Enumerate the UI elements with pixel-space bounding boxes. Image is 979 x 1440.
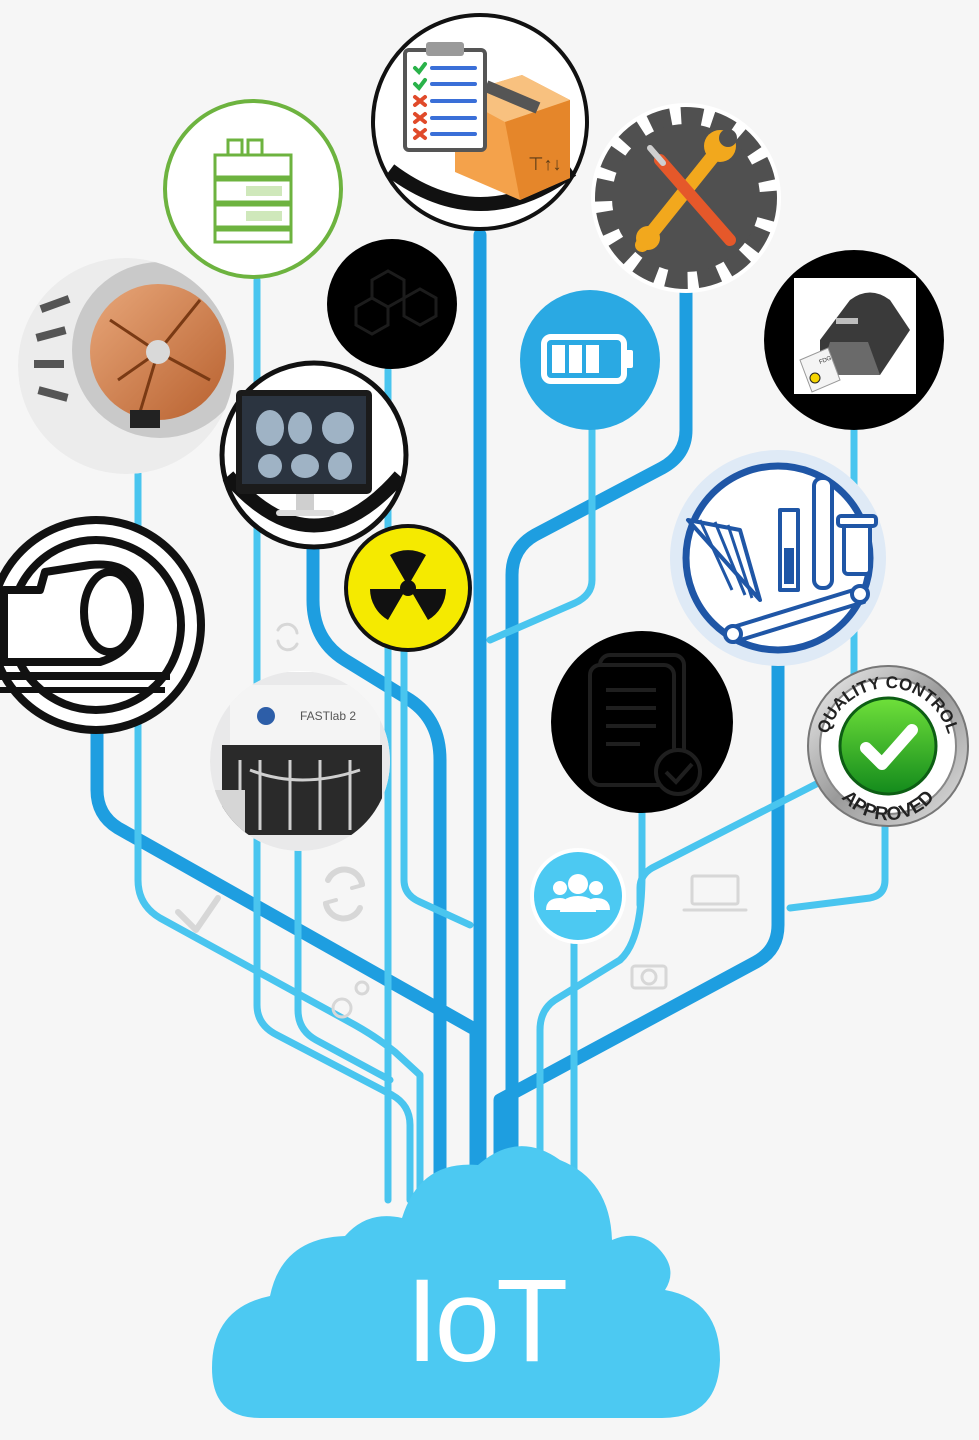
node-documents[interactable]	[551, 631, 733, 813]
node-users[interactable]	[530, 848, 626, 944]
sync-icon	[325, 870, 363, 919]
iot-label: IoT	[400, 1262, 570, 1380]
node-cyclotron[interactable]	[18, 258, 248, 474]
node-hplc-system[interactable]	[165, 101, 341, 277]
node-quality-control[interactable]: QUALITY CONTROL APPROVED	[808, 666, 968, 826]
node-maintenance[interactable]	[591, 103, 781, 293]
synthesizer-label: FASTlab 2	[300, 709, 356, 723]
node-synthesizer[interactable]	[210, 671, 390, 852]
node-imaging-monitor[interactable]	[222, 363, 406, 547]
document-check-icon	[590, 655, 700, 794]
node-battery[interactable]	[520, 290, 660, 430]
svg-text:⊤↑↓: ⊤↑↓	[528, 154, 562, 174]
node-label-printer[interactable]: FDG	[764, 250, 944, 430]
gear-tools-icon	[606, 118, 766, 278]
synthesizer-photo-icon	[210, 672, 390, 852]
laptop-icon	[684, 876, 746, 910]
node-molecule[interactable]	[327, 239, 457, 369]
node-inventory-checklist[interactable]: ⊤↑↓	[373, 15, 587, 229]
gears-icon	[333, 982, 368, 1017]
sync-icon-small	[278, 624, 297, 650]
node-lab-supplies[interactable]	[670, 450, 886, 666]
node-radiation[interactable]	[344, 524, 472, 652]
node-pet-scanner[interactable]	[0, 520, 201, 730]
check-icon	[178, 898, 218, 930]
qc-approved-badge-icon	[840, 698, 936, 794]
camera-icon	[632, 966, 666, 988]
cyclotron-photo-icon	[18, 258, 248, 474]
